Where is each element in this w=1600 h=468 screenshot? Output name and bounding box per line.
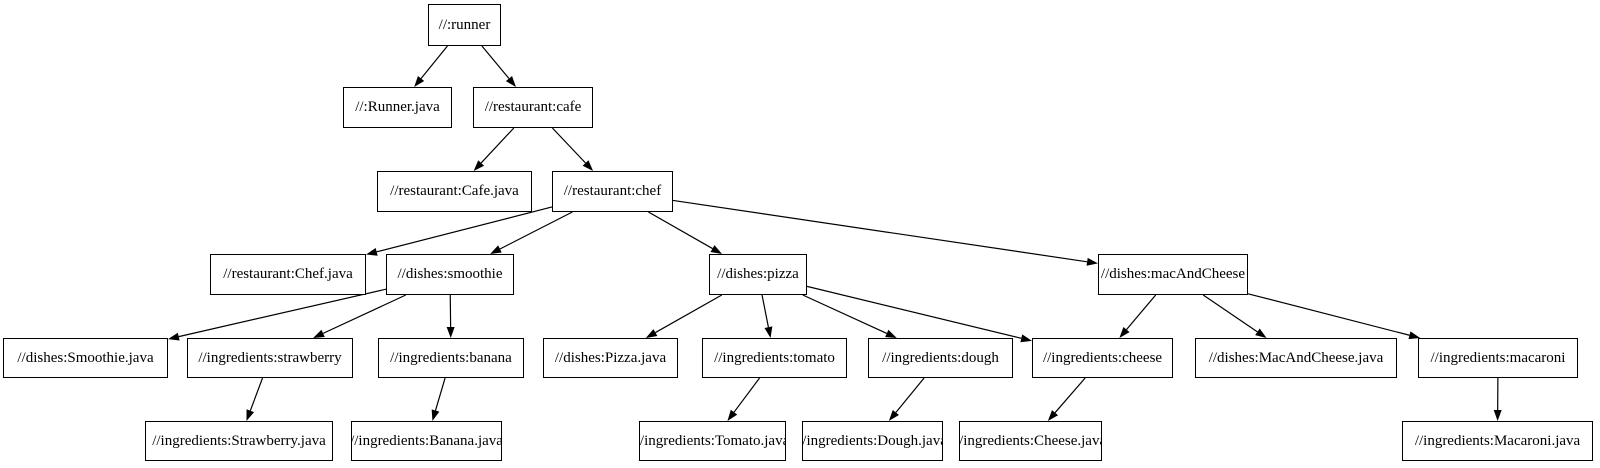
- graph-node-label: //ingredients:Macaroni.java: [1414, 432, 1581, 449]
- graph-node-label: //:runner: [438, 16, 491, 33]
- graph-node-runner: //:runner: [428, 4, 501, 46]
- graph-arrowhead-strawberry-to-strawberry-java: [246, 409, 255, 421]
- graph-arrowhead-runner-to-cafe: [505, 75, 516, 87]
- graph-node-label: //ingredients:strawberry: [198, 349, 342, 366]
- graph-arrowhead-tomato-to-tomato-java: [727, 409, 738, 421]
- graph-node-label: //ingredients:banana: [390, 349, 512, 366]
- graph-node-cafe: //restaurant:cafe: [473, 87, 593, 128]
- graph-node-strawberry-java: //ingredients:Strawberry.java: [145, 421, 333, 461]
- graph-node-dough-java: //ingredients:Dough.java: [802, 421, 943, 461]
- graph-node-dough: //ingredients:dough: [868, 338, 1013, 378]
- graph-node-label: //restaurant:cafe: [484, 99, 582, 115]
- graph-node-tomato-java: //ingredients:Tomato.java: [639, 421, 786, 461]
- graph-node-label: //ingredients:Cheese.java: [959, 432, 1102, 449]
- graph-node-chef-java: //restaurant:Chef.java: [210, 254, 366, 295]
- graph-edge-cafe-to-cafe-java: [480, 127, 515, 164]
- graph-arrowhead-cheese-to-cheese-java: [1047, 410, 1059, 421]
- graph-arrowhead-pizza-to-dough: [885, 329, 897, 338]
- graph-node-label: //restaurant:Cafe.java: [390, 183, 519, 199]
- graph-node-macaroni-java: //ingredients:Macaroni.java: [1402, 421, 1593, 461]
- graph-node-mac-and-cheese: //dishes:macAndCheese: [1098, 254, 1248, 295]
- graph-node-label: //dishes:Smoothie.java: [17, 349, 154, 366]
- graph-arrowhead-dough-to-dough-java: [888, 409, 899, 421]
- graph-arrowhead-pizza-to-cheese: [1020, 334, 1032, 343]
- graph-node-pizza: //dishes:pizza: [709, 254, 807, 295]
- graph-edge-smoothie-to-smoothie-java: [178, 288, 387, 338]
- graph-node-runner-java: //:Runner.java: [343, 87, 452, 128]
- graph-edge-chef-to-pizza: [648, 211, 713, 250]
- graph-arrowhead-mac-and-cheese-to-mac-java: [1255, 328, 1267, 338]
- graph-edge-pizza-to-pizza-java: [655, 294, 723, 334]
- graph-node-chef: //restaurant:chef: [552, 171, 673, 212]
- graph-node-label: //ingredients:macaroni: [1430, 349, 1566, 366]
- graph-node-label: //ingredients:tomato: [714, 349, 835, 366]
- graph-node-label: //ingredients:cheese: [1042, 349, 1163, 366]
- graph-edge-banana-to-banana-java: [434, 377, 446, 411]
- graph-arrowhead-cafe-to-cafe-java: [473, 160, 485, 171]
- graph-node-cheese-java: //ingredients:Cheese.java: [959, 421, 1102, 461]
- graph-edge-chef-to-mac-and-cheese: [672, 199, 1088, 263]
- graph-edge-cafe-to-chef: [551, 127, 586, 164]
- graph-arrowhead-smoothie-to-strawberry: [313, 329, 325, 338]
- graph-arrowhead-macaroni-to-macaroni-java: [1493, 409, 1502, 421]
- graph-node-label: //ingredients:Dough.java: [802, 432, 943, 449]
- graph-node-label: //dishes:MacAndCheese.java: [1208, 349, 1384, 366]
- graph-node-cheese: //ingredients:cheese: [1032, 338, 1173, 378]
- graph-node-label: //ingredients:Tomato.java: [639, 432, 786, 449]
- graph-edge-cheese-to-cheese-java: [1054, 377, 1086, 414]
- graph-node-banana: //ingredients:banana: [378, 338, 524, 378]
- graph-node-cafe-java: //restaurant:Cafe.java: [377, 171, 532, 212]
- graph-edge-chef-to-chef-java: [376, 206, 553, 253]
- graph-arrowhead-chef-to-smoothie: [490, 245, 502, 254]
- graph-arrowhead-smoothie-to-smoothie-java: [168, 332, 180, 341]
- graph-edge-pizza-to-dough: [802, 294, 888, 334]
- graph-node-label: //dishes:pizza: [717, 266, 799, 282]
- graph-node-tomato: //ingredients:tomato: [702, 338, 847, 378]
- graph-node-smoothie: //dishes:smoothie: [386, 254, 514, 295]
- graph-node-label: //dishes:macAndCheese: [1100, 266, 1246, 282]
- graph-node-smoothie-java: //dishes:Smoothie.java: [3, 338, 168, 378]
- graph-node-label: //restaurant:chef: [563, 183, 662, 199]
- graph-edge-pizza-to-cheese: [806, 285, 1022, 339]
- graph-edge-runner-to-cafe: [481, 45, 510, 79]
- graph-arrowhead-mac-and-cheese-to-macaroni: [1408, 331, 1421, 340]
- graph-edge-strawberry-to-strawberry-java: [249, 377, 264, 411]
- graph-node-banana-java: //ingredients:Banana.java: [351, 421, 502, 461]
- graph-edge-mac-and-cheese-to-mac-java: [1202, 294, 1258, 333]
- graph-node-label: //dishes:smoothie: [397, 266, 503, 282]
- graph-node-strawberry: //ingredients:strawberry: [187, 338, 353, 378]
- graph-arrowhead-smoothie-to-banana: [446, 326, 455, 338]
- graph-arrowhead-cafe-to-chef: [582, 160, 594, 171]
- graph-edge-dough-to-dough-java: [895, 377, 925, 413]
- graph-arrowhead-banana-to-banana-java: [431, 409, 440, 421]
- graph-edge-chef-to-smoothie: [499, 211, 573, 250]
- graph-arrowhead-chef-to-pizza: [710, 245, 723, 254]
- graph-edge-mac-and-cheese-to-cheese: [1126, 294, 1157, 330]
- graph-edge-mac-and-cheese-to-macaroni: [1247, 293, 1410, 336]
- graph-node-label: //ingredients:Banana.java: [351, 432, 502, 449]
- graph-node-label: //ingredients:Strawberry.java: [152, 432, 326, 449]
- graph-node-pizza-java: //dishes:Pizza.java: [543, 338, 678, 378]
- graph-arrowhead-chef-to-mac-and-cheese: [1086, 257, 1098, 266]
- graph-node-macaroni: //ingredients:macaroni: [1418, 338, 1578, 378]
- graph-arrowhead-mac-and-cheese-to-cheese: [1119, 327, 1130, 338]
- graph-node-label: //:Runner.java: [355, 99, 440, 115]
- graph-node-label: //dishes:Pizza.java: [554, 349, 667, 366]
- graph-node-label: //restaurant:Chef.java: [223, 266, 353, 282]
- graph-arrowhead-chef-to-chef-java: [366, 247, 378, 256]
- graph-edge-smoothie-to-strawberry: [322, 294, 407, 334]
- graph-edge-runner-to-runner-java: [420, 45, 448, 79]
- graph-arrowhead-runner-to-runner-java: [414, 75, 425, 87]
- graph-arrowhead-pizza-to-tomato: [764, 326, 773, 338]
- graph-edge-tomato-to-tomato-java: [733, 377, 761, 413]
- graph-node-label: //ingredients:dough: [882, 349, 999, 366]
- graph-edge-pizza-to-tomato: [761, 294, 770, 328]
- graph-node-mac-java: //dishes:MacAndCheese.java: [1195, 338, 1397, 378]
- graph-arrowhead-pizza-to-pizza-java: [645, 329, 658, 338]
